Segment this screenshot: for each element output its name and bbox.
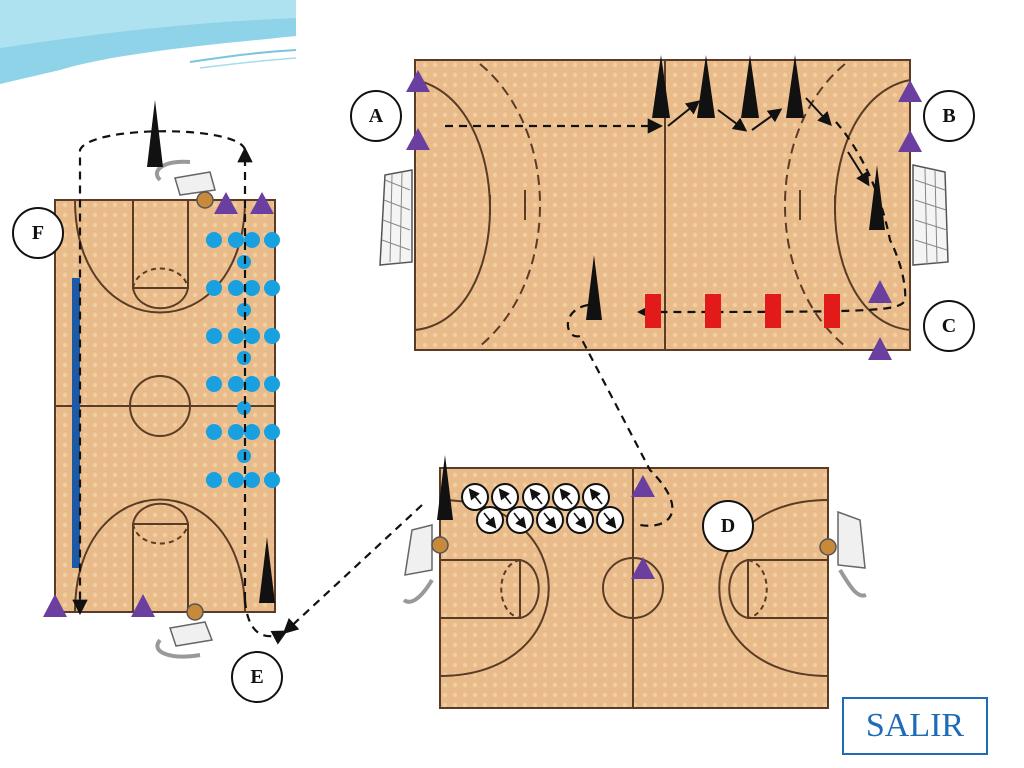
handball-goal-right — [912, 164, 949, 266]
station-label-f: F — [12, 207, 64, 259]
station-label-c-text: C — [941, 314, 957, 337]
player-circle-arrows — [468, 488, 617, 529]
station-label-f-text: F — [31, 221, 45, 244]
basketball-hoop-top-left — [154, 159, 216, 209]
basketball-hoop-right — [819, 510, 867, 598]
player-circles — [461, 483, 624, 534]
blue-dots — [206, 232, 280, 488]
exit-button[interactable]: SALIR — [842, 697, 988, 755]
red-blocks — [645, 294, 840, 328]
station-label-e: E — [231, 651, 283, 703]
zigzag-arrows — [667, 97, 870, 187]
station-label-d: D — [702, 500, 754, 552]
station-label-a: A — [350, 90, 402, 142]
handball-goal-left — [379, 169, 413, 266]
basketball-hoop-left — [402, 524, 449, 604]
station-label-b: B — [923, 90, 975, 142]
basketball-hoop-bottom-left — [155, 603, 214, 659]
blue-bar — [72, 278, 80, 568]
header-decoration — [0, 0, 297, 84]
station-label-d-text: D — [720, 514, 736, 537]
cones — [147, 55, 885, 603]
player-markers — [43, 70, 922, 617]
station-label-e-text: E — [250, 665, 264, 688]
exit-button-label: SALIR — [865, 707, 965, 744]
station-label-c: C — [923, 300, 975, 352]
station-label-b-text: B — [942, 104, 956, 127]
station-label-a-text: A — [368, 104, 384, 127]
